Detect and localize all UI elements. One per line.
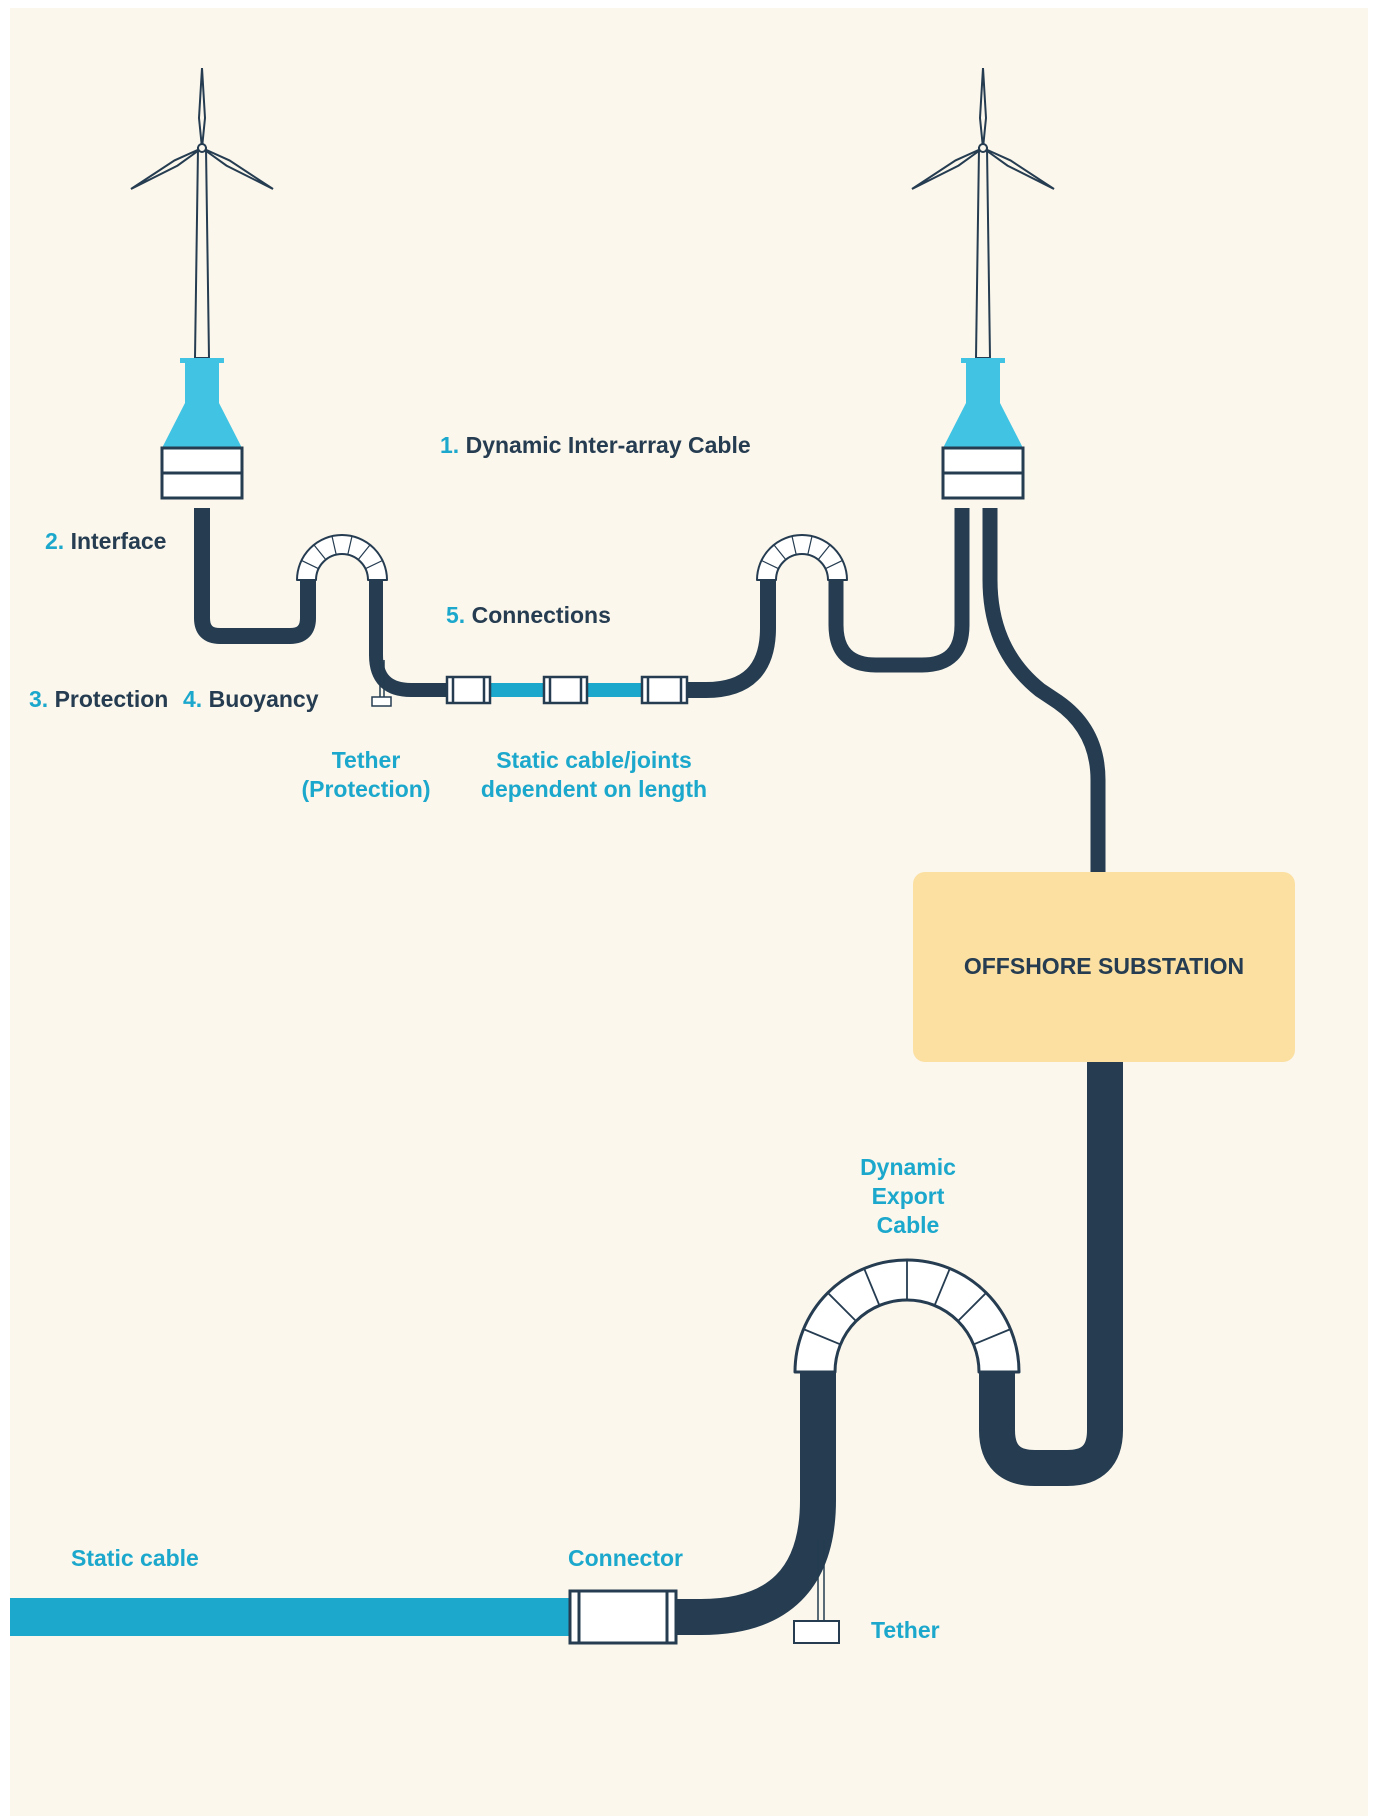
tether-anchor-icon xyxy=(793,1540,840,1644)
label-text: Interface xyxy=(70,528,167,554)
buoyancy-module-icon xyxy=(756,534,848,581)
label-tether: Tether xyxy=(871,1617,940,1643)
label-dynamic-inter-array-cable: 1. Dynamic Inter-array Cable xyxy=(440,431,751,460)
label-number: 1. xyxy=(440,432,460,458)
label-buoyancy: 4. Buoyancy xyxy=(183,685,319,714)
label-number: 2. xyxy=(45,528,65,554)
label-number: 4. xyxy=(183,686,203,712)
label-number: 5. xyxy=(446,602,466,628)
label-static-cable-joints: Static cable/joints dependent on length xyxy=(474,746,714,804)
label-number: 3. xyxy=(29,686,49,712)
label-line: (Protection) xyxy=(301,776,431,802)
export-cable xyxy=(676,1062,1123,1635)
connector-icon xyxy=(568,1589,678,1645)
label-dynamic-export-cable: Dynamic Export Cable xyxy=(838,1153,978,1240)
connector-icon xyxy=(445,675,689,705)
label-static-cable: Static cable xyxy=(71,1545,199,1571)
label-text: Protection xyxy=(54,686,169,712)
label-interface: 2. Interface xyxy=(45,527,166,556)
label-line: Export xyxy=(871,1183,945,1209)
buoyancy-module-icon xyxy=(296,534,388,581)
label-line: Tether xyxy=(331,747,401,773)
offshore-substation-box xyxy=(913,872,1295,1062)
label-line: Static cable/joints xyxy=(496,747,692,773)
static-cable xyxy=(10,1598,570,1636)
label-text: Connections xyxy=(471,602,611,628)
label-text: Buoyancy xyxy=(208,686,319,712)
label-text: Dynamic Inter-array Cable xyxy=(465,432,751,458)
label-connections: 5. Connections xyxy=(446,601,611,630)
label-protection: 3. Protection xyxy=(29,685,168,714)
label-tether-protection: Tether (Protection) xyxy=(286,746,446,804)
label-line: Dynamic xyxy=(860,1154,956,1180)
label-line: dependent on length xyxy=(480,776,708,802)
substation-label: OFFSHORE SUBSTATION xyxy=(963,953,1245,979)
label-line: Cable xyxy=(876,1212,940,1238)
tether-anchor-icon xyxy=(371,660,392,707)
inter-array-cable xyxy=(194,508,1106,872)
label-connector: Connector xyxy=(568,1545,683,1571)
buoyancy-module-icon xyxy=(793,1258,1021,1374)
